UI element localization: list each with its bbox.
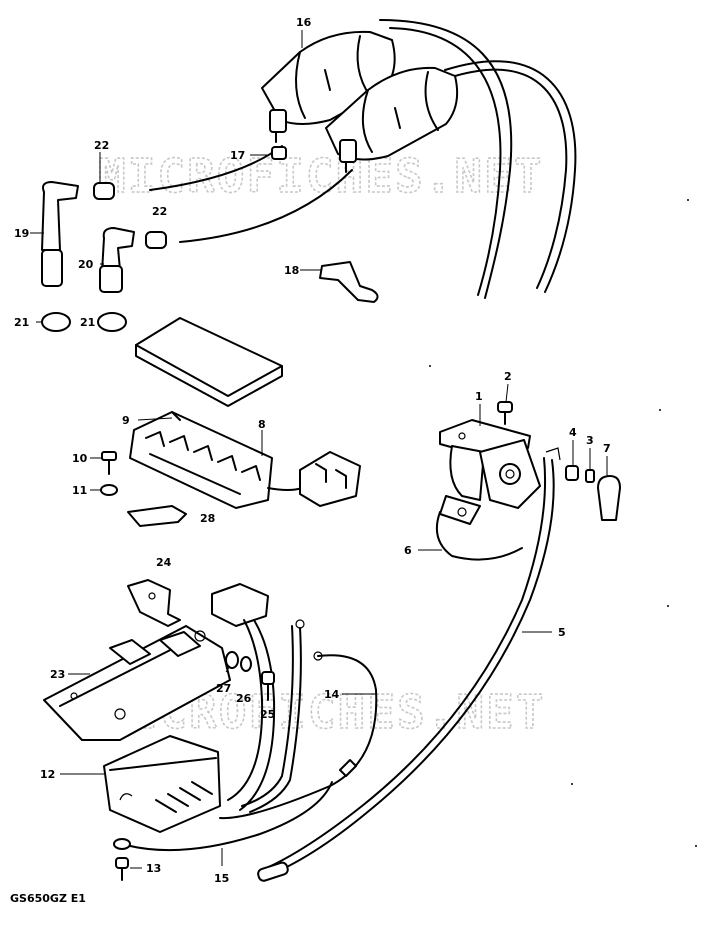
screw-part-9 [171, 411, 181, 421]
washer-part-11 [100, 484, 118, 496]
part-label-28: 28 [200, 512, 215, 525]
junction-block-8 [129, 411, 361, 509]
nut-part-17 [271, 146, 287, 160]
mounting-plate-23 [43, 625, 231, 741]
watermark-top: MICROFICHES.NET [98, 149, 543, 203]
nut-part-4 [565, 465, 579, 481]
scan-specks [429, 199, 697, 847]
part-label-19: 19 [14, 227, 29, 240]
part-label-5: 5 [558, 626, 566, 639]
igniter-unit-12 [103, 735, 221, 833]
part-label-3: 3 [586, 434, 594, 447]
part-label-25: 25 [260, 708, 275, 721]
bolt-part-25 [261, 671, 275, 701]
cap-part-22-lower [145, 231, 167, 249]
part-label-24: 24 [156, 556, 172, 569]
washer-part-3 [585, 469, 595, 483]
part-label-9: 9 [122, 414, 130, 427]
starter-relay-1 [439, 419, 541, 525]
part-label-6: 6 [404, 544, 412, 557]
boot-part-7 [597, 475, 621, 521]
part-label-27: 27 [216, 682, 231, 695]
part-label-26: 26 [236, 692, 252, 705]
part-label-2: 2 [504, 370, 512, 383]
bolt-part-10 [101, 451, 117, 475]
leader-lines [30, 30, 608, 869]
cover-plate [135, 317, 283, 397]
clamp-part-18 [319, 261, 379, 303]
part-label-11: 11 [72, 484, 87, 497]
part-label-1: 1 [475, 390, 483, 403]
cap-part-22-upper [93, 182, 115, 200]
part-label-13: 13 [146, 862, 161, 875]
collar-part-26 [240, 656, 252, 672]
lead-wire-6 [436, 511, 523, 561]
seal-part-21-right [97, 312, 127, 332]
part-label-7: 7 [603, 442, 611, 455]
part-label-15: 15 [214, 872, 229, 885]
part-label-8: 8 [258, 418, 266, 431]
part-label-4: 4 [569, 426, 577, 439]
part-label-23: 23 [50, 668, 65, 681]
part-label-12: 12 [40, 768, 55, 781]
bracket-part-28 [127, 505, 187, 527]
seal-part-21-left [41, 312, 71, 332]
bracket-part-24 [127, 579, 181, 627]
model-code-footer: GS650GZ E1 [10, 892, 86, 905]
part-label-10: 10 [72, 452, 88, 465]
part-label-21-left: 21 [14, 316, 29, 329]
part-number-labels: 16 17 22 22 19 20 18 21 21 9 8 10 11 28 … [14, 16, 611, 885]
lead-wire-15 [121, 781, 333, 852]
part-label-22-lower: 22 [152, 205, 167, 218]
part-label-20: 20 [78, 258, 94, 271]
bolt-part-13 [115, 857, 129, 881]
spark-plug-cap-20 [99, 227, 135, 293]
part-label-18: 18 [284, 264, 299, 277]
screw-part-2 [497, 401, 513, 425]
ignition-coil-assembly [149, 19, 577, 299]
part-label-21-right: 21 [80, 316, 95, 329]
part-label-16: 16 [296, 16, 312, 29]
part-label-17: 17 [230, 149, 245, 162]
starter-cable-5 [261, 459, 555, 879]
part-label-22-upper: 22 [94, 139, 109, 152]
spark-plug-cap-19 [41, 181, 79, 287]
coupler-part [211, 583, 269, 627]
lead-wire-14 [219, 654, 378, 820]
part-label-14: 14 [324, 688, 340, 701]
washer-part-27 [225, 651, 239, 669]
